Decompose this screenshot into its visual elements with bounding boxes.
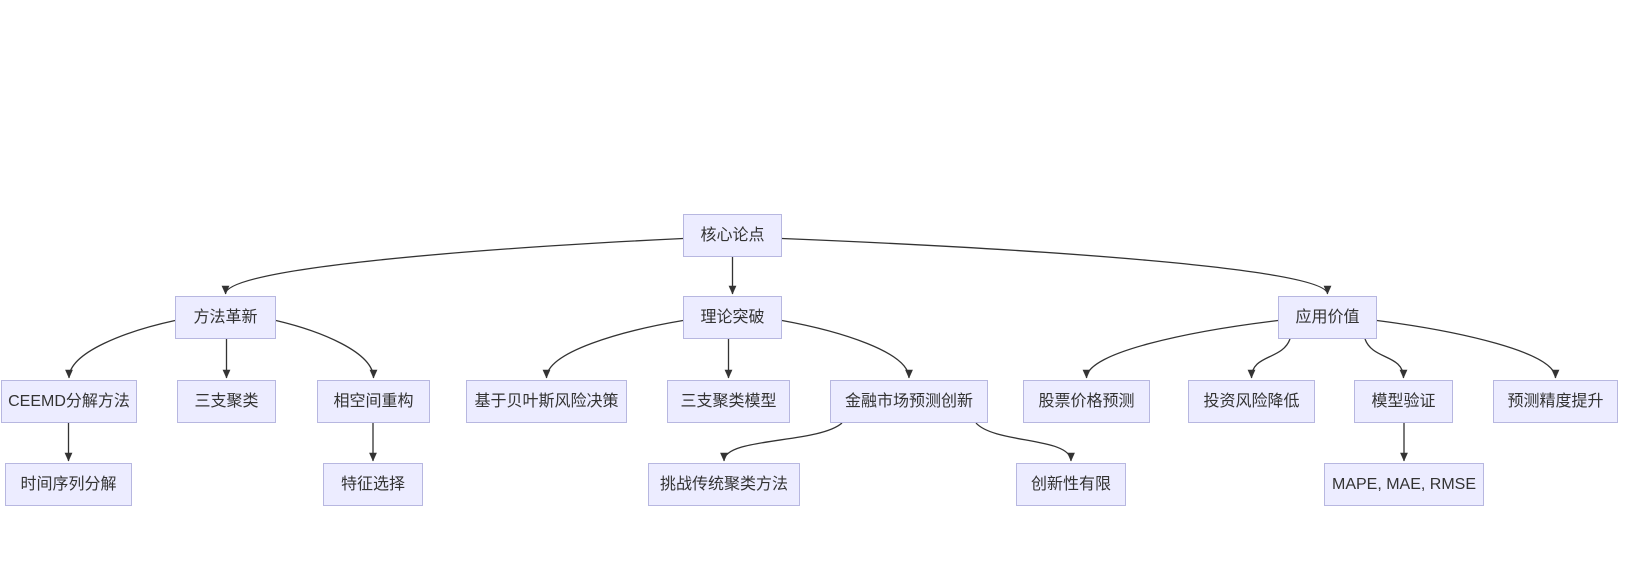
node-ceemd: CEEMD分解方法 xyxy=(1,380,137,423)
node-validation: 模型验证 xyxy=(1354,380,1453,423)
node-label: MAPE, MAE, RMSE xyxy=(1331,475,1477,493)
node-phase: 相空间重构 xyxy=(317,380,430,423)
node-label: 创新性有限 xyxy=(1030,475,1111,493)
node-label: 投资风险降低 xyxy=(1203,392,1300,410)
node-value: 应用价值 xyxy=(1278,296,1377,339)
node-threeway-model: 三支聚类模型 xyxy=(667,380,790,423)
node-timeseries: 时间序列分解 xyxy=(5,463,132,506)
edge-theory-to-bayes xyxy=(542,319,684,379)
edge-value-to-risk xyxy=(1247,338,1291,379)
node-feature: 特征选择 xyxy=(323,463,423,506)
node-mape: MAPE, MAE, RMSE xyxy=(1324,463,1484,506)
node-label: 股票价格预测 xyxy=(1038,392,1135,410)
node-label: CEEMD分解方法 xyxy=(8,392,130,410)
node-label: 方法革新 xyxy=(193,308,258,326)
node-label: 理论突破 xyxy=(700,308,765,326)
node-label: 金融市场预测创新 xyxy=(844,392,973,410)
edge-value-to-stock xyxy=(1082,319,1279,379)
node-theory: 理论突破 xyxy=(683,296,782,339)
node-bayes: 基于贝叶斯风险决策 xyxy=(466,380,627,423)
node-label: 预测精度提升 xyxy=(1507,392,1604,410)
node-label: 相空间重构 xyxy=(333,392,414,410)
edge-value-to-accuracy xyxy=(1376,319,1560,379)
node-label: 时间序列分解 xyxy=(20,475,117,493)
node-limited: 创新性有限 xyxy=(1016,463,1126,506)
node-label: 应用价值 xyxy=(1295,308,1360,326)
node-label: 模型验证 xyxy=(1371,392,1436,410)
edge-method-to-ceemd xyxy=(65,319,176,379)
node-method: 方法革新 xyxy=(175,296,276,339)
edge-value-to-validation xyxy=(1364,338,1408,379)
node-label: 核心论点 xyxy=(700,226,765,244)
node-accuracy: 预测精度提升 xyxy=(1493,380,1618,423)
edge-core-to-method xyxy=(221,237,684,295)
node-stock: 股票价格预测 xyxy=(1023,380,1150,423)
node-finance: 金融市场预测创新 xyxy=(830,380,988,423)
node-label: 三支聚类 xyxy=(194,392,259,410)
edge-theory-to-finance xyxy=(781,319,913,379)
edge-finance-to-limited xyxy=(975,422,1075,462)
edge-method-to-phase xyxy=(275,319,378,379)
node-label: 特征选择 xyxy=(340,475,405,493)
edge-core-to-value xyxy=(781,237,1332,295)
node-threeway: 三支聚类 xyxy=(177,380,276,423)
node-risk: 投资风险降低 xyxy=(1188,380,1315,423)
node-label: 三支聚类模型 xyxy=(680,392,777,410)
node-label: 基于贝叶斯风险决策 xyxy=(474,392,619,410)
edge-finance-to-challenge xyxy=(720,422,843,462)
node-label: 挑战传统聚类方法 xyxy=(659,475,788,493)
node-core: 核心论点 xyxy=(683,214,782,257)
node-challenge: 挑战传统聚类方法 xyxy=(648,463,800,506)
